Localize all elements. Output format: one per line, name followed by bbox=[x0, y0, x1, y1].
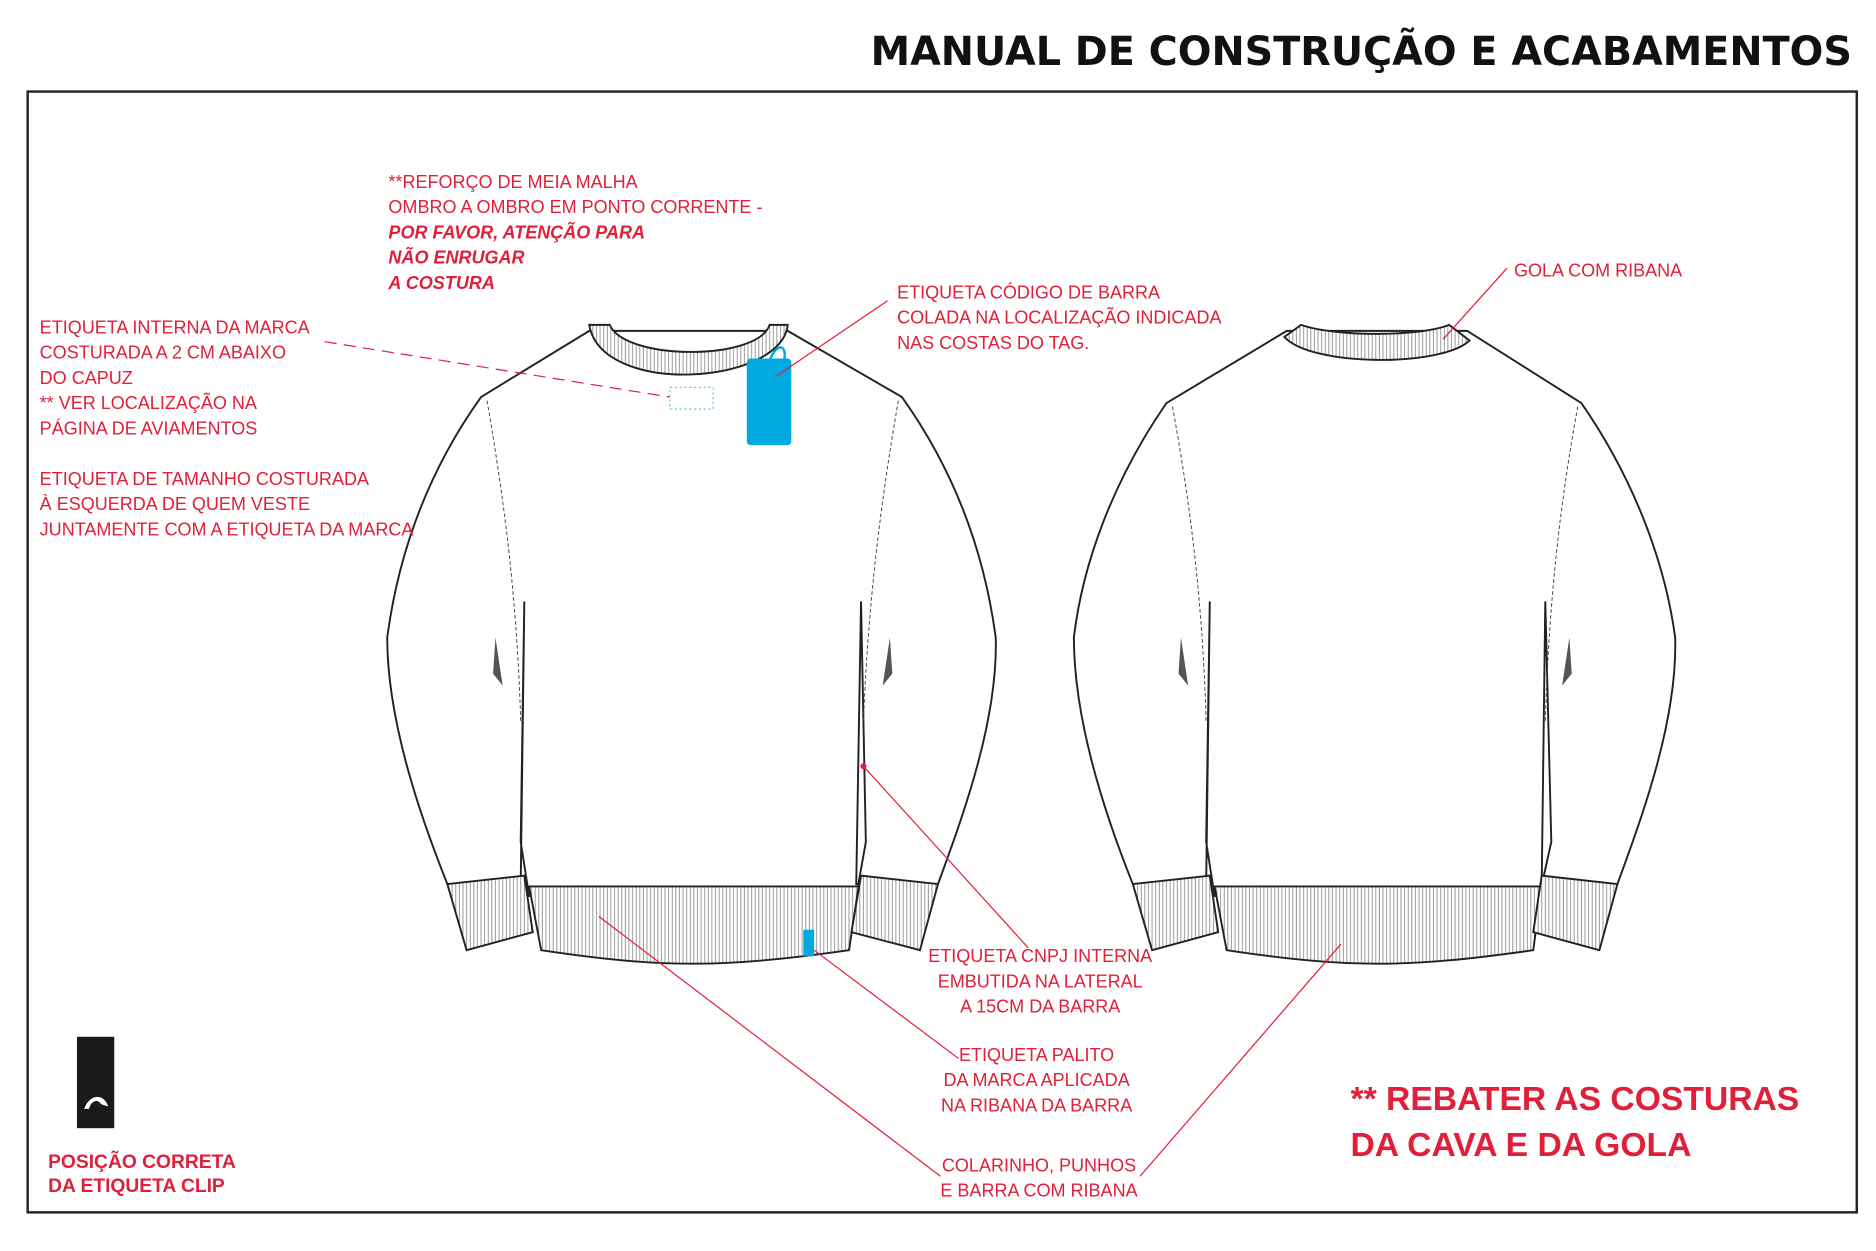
note-line: **REFORÇO DE MEIA MALHA bbox=[388, 172, 637, 192]
note-line: NA RIBANA DA BARRA bbox=[941, 1095, 1132, 1115]
note-line: COSTURADA A 2 CM ABAIXO bbox=[40, 343, 286, 363]
note-line: PÁGINA DE AVIAMENTOS bbox=[40, 418, 258, 438]
sweater-front-drawing bbox=[386, 323, 997, 965]
note-line: DA CAVA E DA GOLA bbox=[1350, 1127, 1691, 1164]
note-line: ETIQUETA CNPJ INTERNA bbox=[928, 946, 1152, 966]
note-line: ETIQUETA INTERNA DA MARCA bbox=[40, 317, 310, 337]
page-title: MANUAL DE CONSTRUÇÃO E ACABAMENTOS bbox=[871, 28, 1852, 75]
note-line: ETIQUETA PALITO bbox=[959, 1045, 1114, 1065]
wave-logo-icon bbox=[84, 1096, 109, 1109]
note-emphasis-line: POR FAVOR, ATENÇÃO PARA bbox=[388, 221, 645, 242]
note-line: ** VER LOCALIZAÇÃO NA bbox=[40, 392, 257, 413]
hangtag-string bbox=[768, 346, 786, 362]
note-line: DO CAPUZ bbox=[40, 368, 133, 388]
brand-label-position bbox=[669, 386, 714, 410]
note-line: A 15CM DA BARRA bbox=[960, 997, 1120, 1017]
note-line: JUNTAMENTE COM A ETIQUETA DA MARCA bbox=[40, 519, 414, 539]
palito-label bbox=[803, 929, 815, 957]
barcode-hangtag bbox=[746, 358, 792, 446]
note-emphasis-line: NÃO ENRUGAR bbox=[388, 247, 524, 268]
note-line: ETIQUETA DE TAMANHO COSTURADA bbox=[40, 469, 369, 489]
note-line: ** REBATER AS COSTURAS bbox=[1350, 1081, 1799, 1118]
note-line: OMBRO A OMBRO EM PONTO CORRENTE - bbox=[388, 197, 762, 217]
note-line: ETIQUETA CÓDIGO DE BARRA bbox=[897, 281, 1160, 302]
note-line: À ESQUERDA DE QUEM VESTE bbox=[40, 494, 310, 514]
note-line: COLADA NA LOCALIZAÇÃO INDICADA bbox=[897, 307, 1221, 328]
note-cnpj: ETIQUETA CNPJ INTERNA EMBUTIDA NA LATERA… bbox=[928, 946, 1152, 1017]
leader-lines bbox=[324, 267, 1508, 1177]
note-line: E BARRA COM RIBANA bbox=[940, 1181, 1137, 1201]
note-line: DA ETIQUETA CLIP bbox=[48, 1176, 225, 1197]
note-rebater: ** REBATER AS COSTURAS DA CAVA E DA GOLA bbox=[1350, 1081, 1799, 1164]
note-codigo-barra: ETIQUETA CÓDIGO DE BARRA COLADA NA LOCAL… bbox=[897, 281, 1221, 353]
note-line: EMBUTIDA NA LATERAL bbox=[938, 971, 1143, 991]
content-frame bbox=[26, 90, 1858, 1214]
note-etiqueta-tamanho: ETIQUETA DE TAMANHO COSTURADA À ESQUERDA… bbox=[40, 469, 414, 540]
note-line: COLARINHO, PUNHOS bbox=[942, 1155, 1136, 1175]
clip-label-example: POSIÇÃO CORRETA DA ETIQUETA CLIP bbox=[48, 1036, 236, 1197]
note-line: POSIÇÃO CORRETA bbox=[48, 1151, 236, 1173]
sweater-back-drawing bbox=[1072, 323, 1677, 965]
note-etiqueta-interna: ETIQUETA INTERNA DA MARCA COSTURADA A 2 … bbox=[40, 317, 310, 438]
note-reforco: **REFORÇO DE MEIA MALHA OMBRO A OMBRO EM… bbox=[387, 172, 762, 293]
note-gola: GOLA COM RIBANA bbox=[1514, 261, 1682, 281]
note-line: NAS COSTAS DO TAG. bbox=[897, 333, 1089, 353]
note-palito: ETIQUETA PALITO DA MARCA APLICADA NA RIB… bbox=[941, 1045, 1132, 1116]
clip-label bbox=[76, 1036, 115, 1129]
note-ribana: COLARINHO, PUNHOS E BARRA COM RIBANA bbox=[940, 1155, 1137, 1200]
note-emphasis-line: A COSTURA bbox=[387, 273, 494, 293]
note-line: DA MARCA APLICADA bbox=[943, 1070, 1129, 1090]
